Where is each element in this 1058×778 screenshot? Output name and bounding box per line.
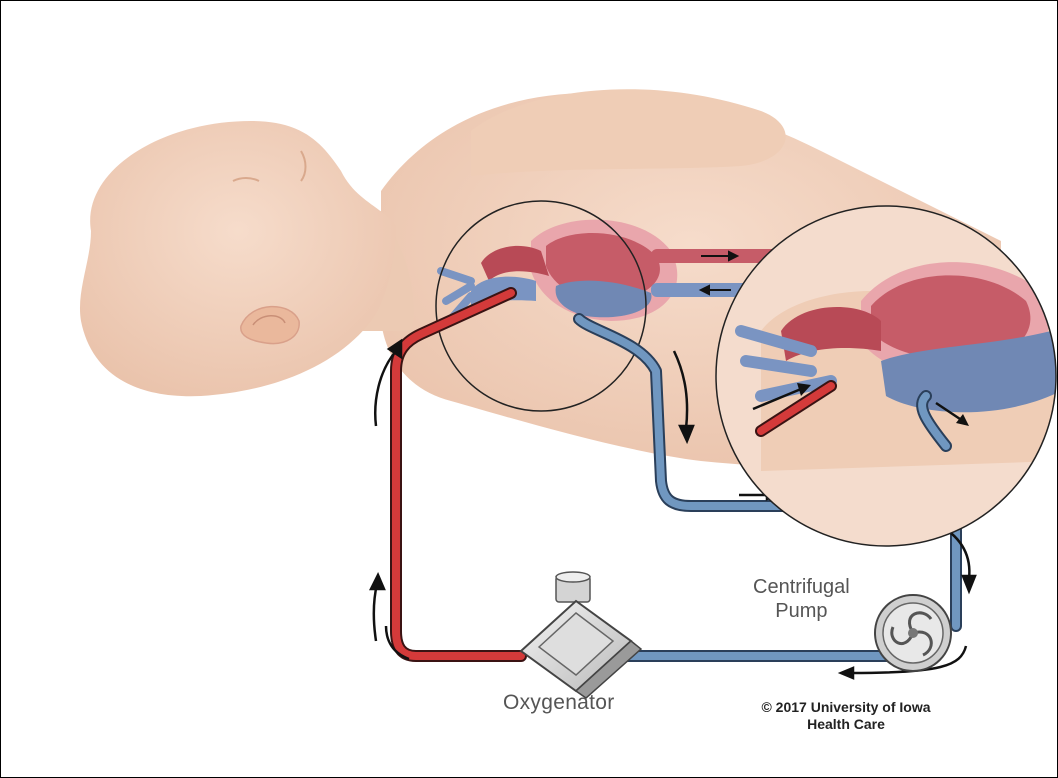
pump-label-line2: Pump: [753, 599, 850, 623]
pump-label-line1: Centrifugal: [753, 575, 850, 599]
copyright-line1: © 2017 University of Iowa: [701, 699, 991, 716]
pump-label: Centrifugal Pump: [753, 575, 850, 623]
copyright-line2: Health Care: [701, 716, 991, 733]
head: [80, 121, 396, 396]
oxygenator-label: Oxygenator: [503, 691, 615, 715]
pump-icon: [875, 595, 951, 671]
oxygenator-icon: [521, 572, 641, 698]
copyright-credit: © 2017 University of Iowa Health Care: [701, 699, 991, 733]
heart-zoom-inset: [716, 206, 1057, 546]
